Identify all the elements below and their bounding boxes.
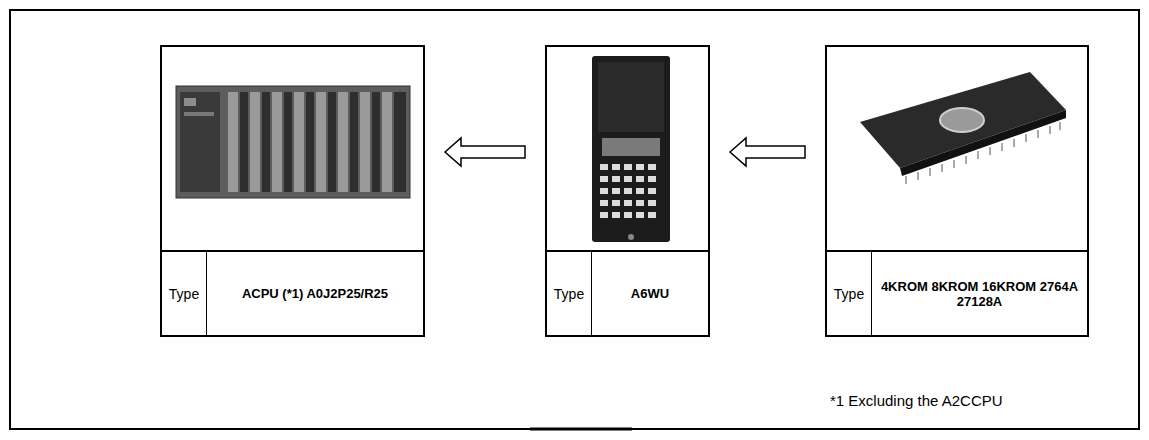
- type-value: 4KROM 8KROM 16KROM 2764A 27128A: [872, 279, 1087, 309]
- footnote: *1 Excluding the A2CCPU: [830, 392, 1003, 409]
- type-header-cell: Type: [547, 252, 592, 335]
- frame-border: [10, 10, 1139, 429]
- hollow-arrow: [730, 138, 805, 166]
- type-value-cell: 4KROM 8KROM 16KROM 2764A 27128A: [872, 252, 1087, 335]
- type-heading: Type: [554, 286, 584, 302]
- type-table: Type ACPU (*1) A0J2P25/R25: [162, 250, 423, 335]
- writer-illustration: [592, 56, 670, 242]
- product-panel: Type 4KROM 8KROM 16KROM 2764A 27128A: [825, 45, 1089, 337]
- photo-area: [162, 47, 423, 250]
- eprom-illustration: [860, 72, 1066, 184]
- plc-illustration: [176, 86, 410, 198]
- product-panel: Type ACPU (*1) A0J2P25/R25: [160, 45, 425, 337]
- photo-area: [827, 47, 1087, 250]
- type-header-cell: Type: [827, 252, 872, 335]
- type-value: ACPU (*1) A0J2P25/R25: [236, 286, 394, 301]
- frame-mark: [530, 428, 632, 431]
- type-value-cell: ACPU (*1) A0J2P25/R25: [207, 252, 423, 335]
- type-header-cell: Type: [162, 252, 207, 335]
- type-table: Type 4KROM 8KROM 16KROM 2764A 27128A: [827, 250, 1087, 335]
- type-table: Type A6WU: [547, 250, 708, 335]
- photo-area: [547, 47, 708, 250]
- hollow-arrow: [445, 138, 525, 166]
- type-value-cell: A6WU: [592, 252, 708, 335]
- type-value: A6WU: [625, 286, 675, 301]
- type-heading: Type: [834, 286, 864, 302]
- product-panel: Type A6WU: [545, 45, 710, 337]
- type-heading: Type: [169, 286, 199, 302]
